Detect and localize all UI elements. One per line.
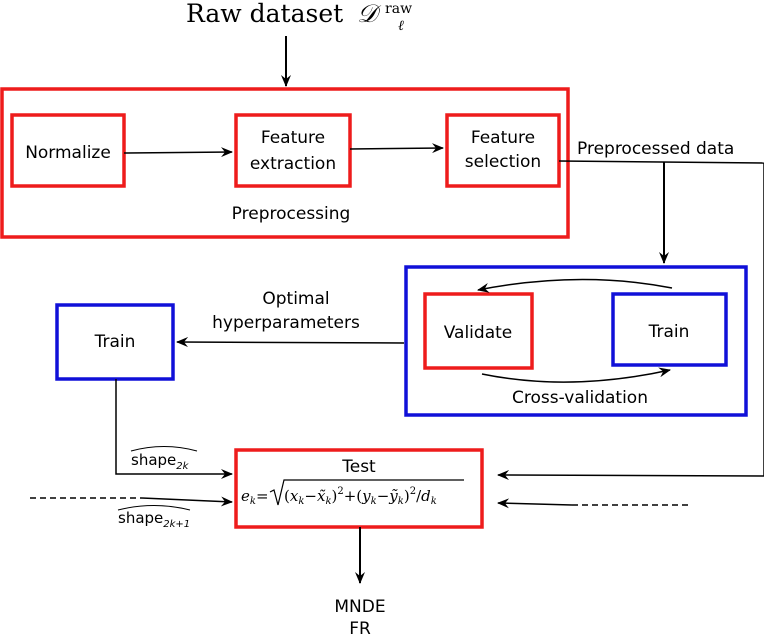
shape-2k1-label: shape2k+1	[118, 509, 190, 530]
test-formula: ek= (xk−x̃k)2+(yk−ỹk)2/dk	[241, 479, 464, 507]
feature-selection-label-line2: selection	[465, 152, 541, 172]
preprocessing-box	[0, 87, 570, 239]
arrow-train-to-validate	[477, 278, 673, 293]
shape-2k-hat	[130, 446, 198, 452]
feature-extraction-label-line1: Feature	[261, 128, 325, 148]
svg-text:(xk−x̃k)2+(yk−ỹk)2/dk: (xk−x̃k)2+(yk−ỹk)2/dk	[284, 486, 437, 507]
optimal-hyperparameters-line2: hyperparameters	[212, 313, 360, 333]
shape-2k1-hat	[117, 505, 191, 511]
cv-train-label: Train	[648, 322, 690, 342]
arrow-cross-validation-to-train	[176, 337, 405, 348]
output-mnde: MNDE	[334, 597, 385, 617]
preprocessed-data-to-test-line	[497, 163, 764, 481]
normalize-label: Normalize	[25, 143, 111, 163]
feature-selection-label-line1: Feature	[471, 128, 535, 148]
arrow-right-input-to-test	[497, 498, 573, 509]
arrow-extraction-to-selection	[349, 143, 444, 154]
preprocessed-data-label: Preprocessed data	[577, 139, 734, 159]
preprocessed-data-line	[558, 160, 764, 164]
cross-validation-label: Cross-validation	[512, 388, 648, 408]
cross-validation-box	[404, 265, 748, 417]
validate-label: Validate	[444, 323, 513, 343]
test-label: Test	[341, 457, 376, 477]
optimal-hyperparameters-line1: Optimal	[262, 289, 329, 309]
train-box	[55, 303, 175, 381]
arrow-validate-to-train	[481, 367, 671, 383]
output-fr: FR	[349, 619, 371, 636]
cv-train-box	[611, 292, 728, 367]
svg-text:ek=: ek=	[241, 487, 269, 507]
preprocessing-label: Preprocessing	[232, 204, 351, 224]
arrow-left-input-to-test	[141, 496, 233, 507]
feature-extraction-label-line2: extraction	[250, 154, 336, 174]
train-label: Train	[94, 332, 136, 352]
shape-2k-label: shape2k	[131, 451, 190, 472]
arrow-train-to-test	[115, 379, 233, 479]
raw-dataset-label: Raw dataset 𝒟 raw ℓ	[186, 0, 420, 34]
normalize-box	[10, 113, 126, 188]
feature-extraction-box	[234, 113, 352, 188]
arrow-normalize-to-extraction	[123, 147, 233, 158]
feature-selection-box	[445, 113, 561, 188]
validate-box	[423, 292, 534, 370]
